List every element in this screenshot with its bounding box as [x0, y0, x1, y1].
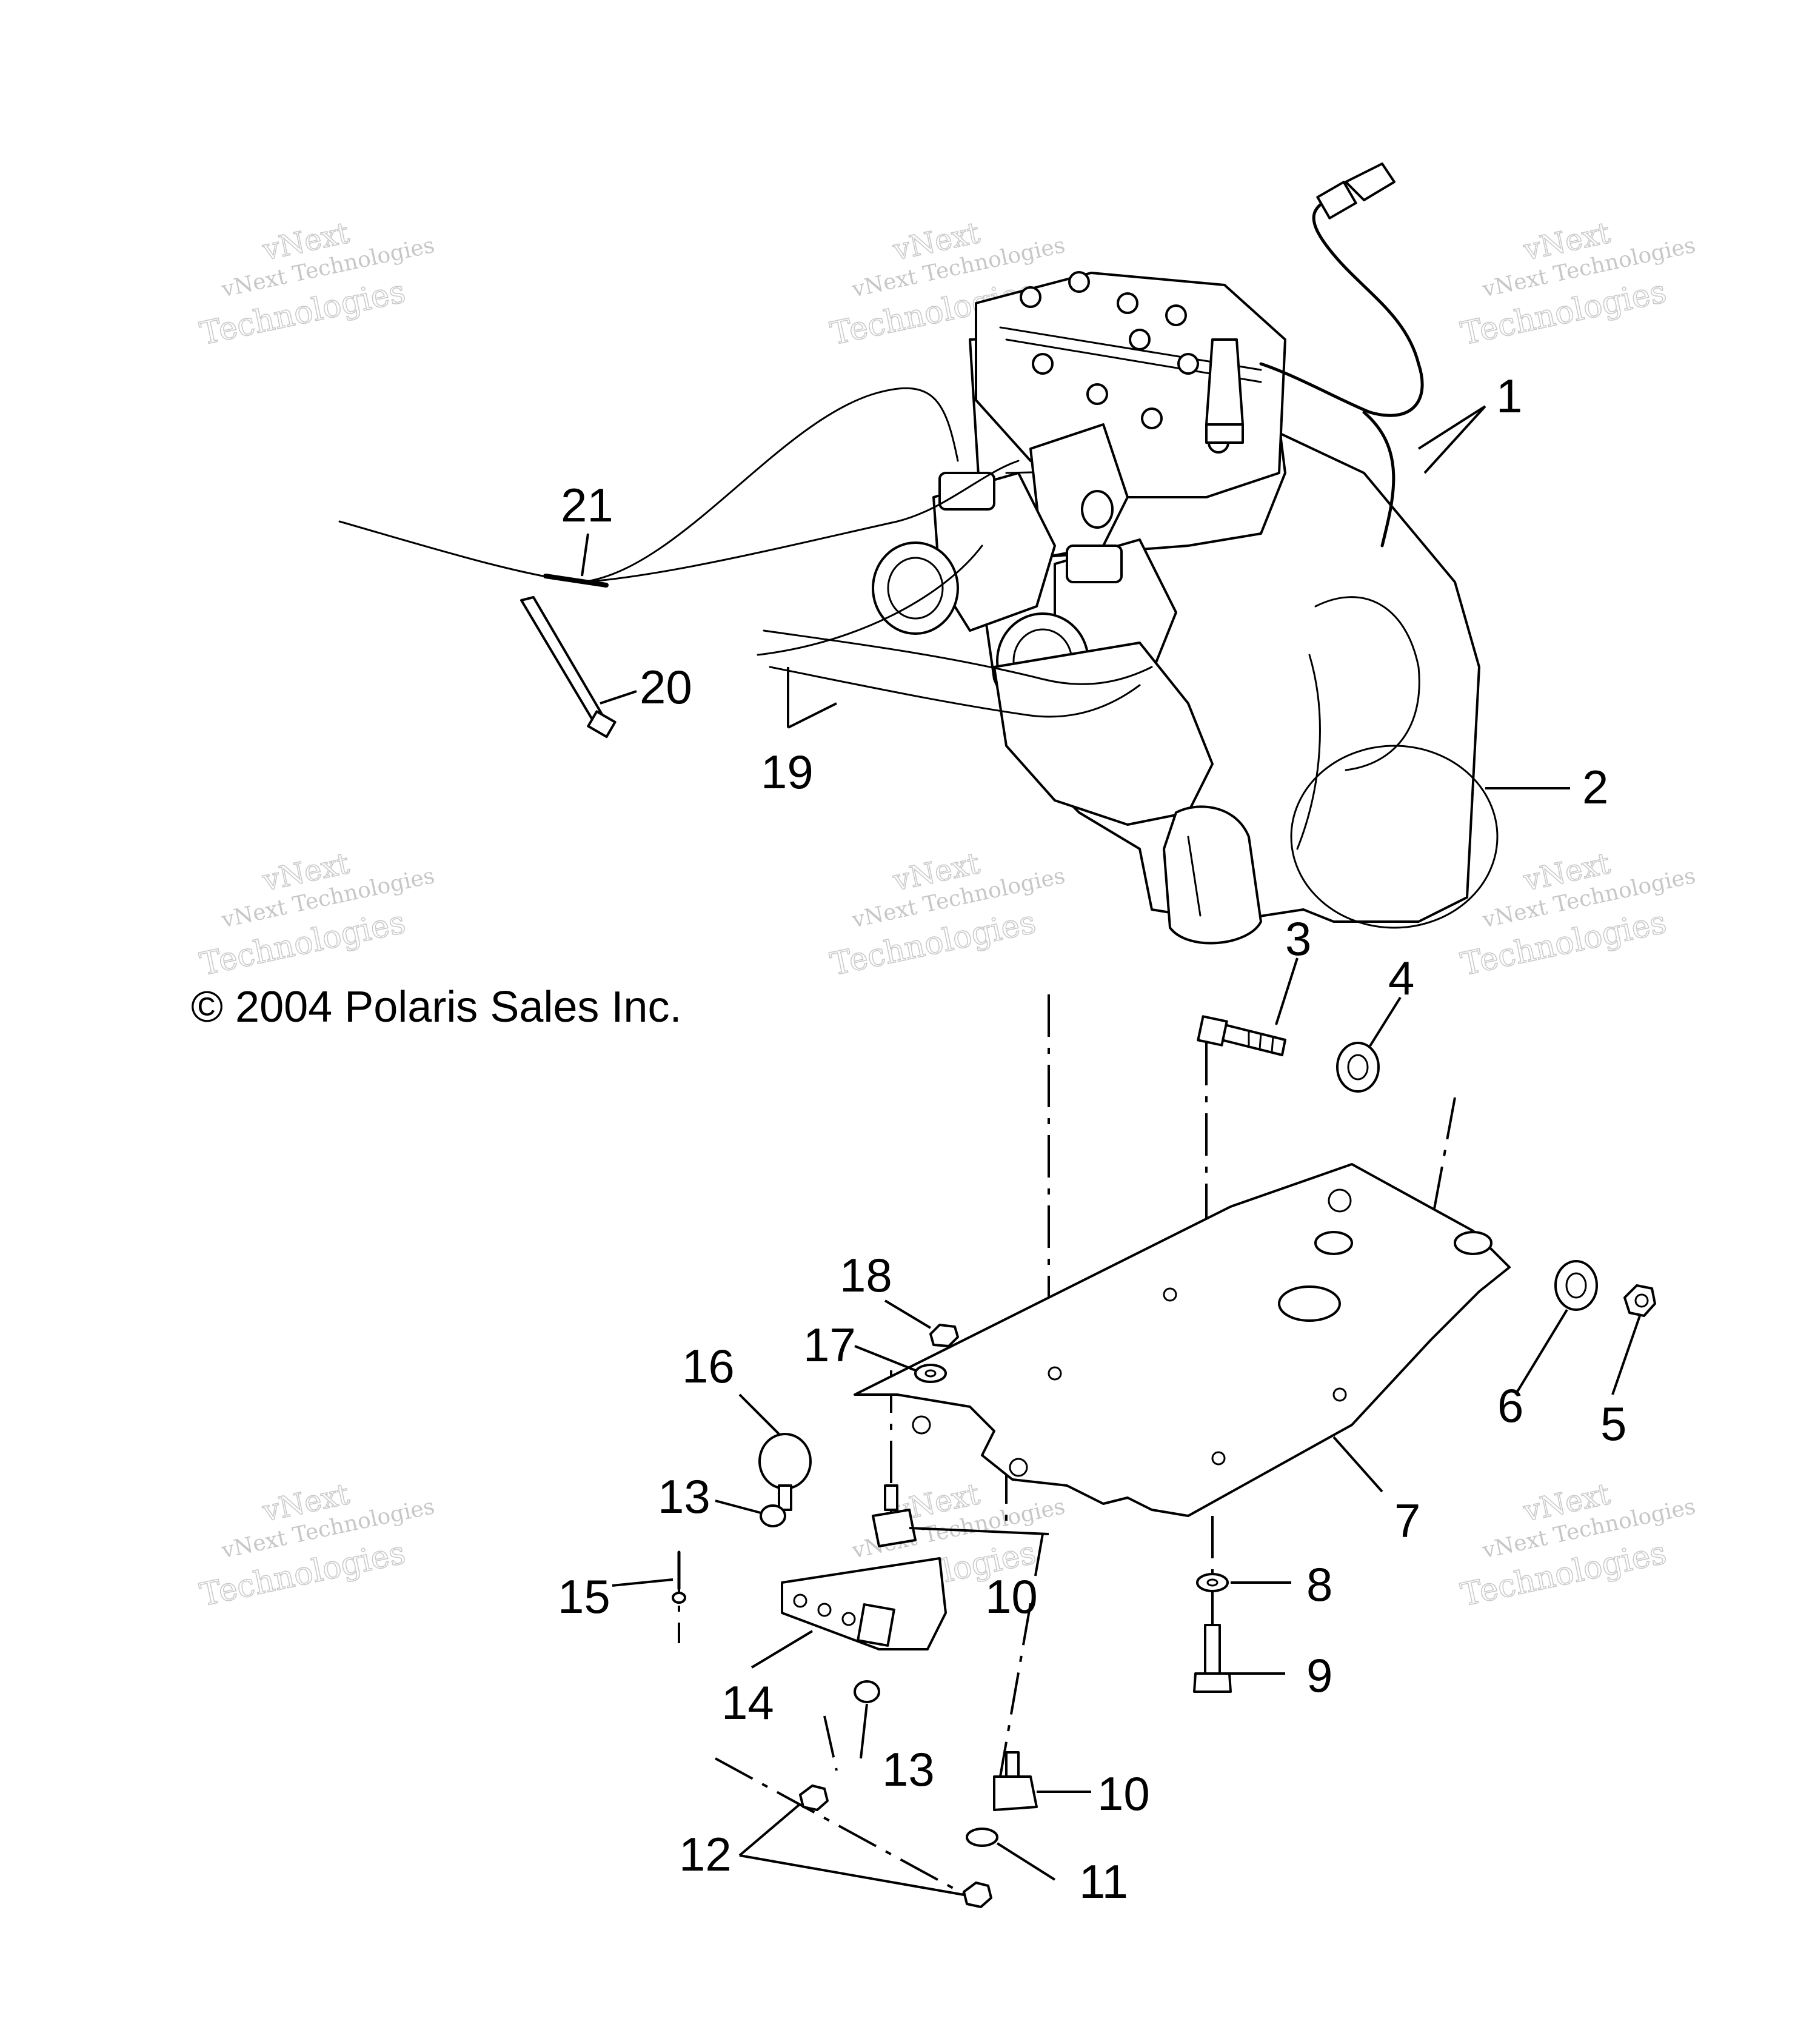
- callout-16: 16: [682, 1339, 735, 1393]
- copyright-notice: © 2004 Polaris Sales Inc.: [191, 983, 681, 1031]
- nut-13-lower: [854, 1680, 880, 1703]
- washer-11: [966, 1828, 998, 1847]
- callout-21: 21: [561, 478, 613, 532]
- engine-assembly: [872, 271, 1499, 945]
- watermark-top-right: vNext Technologies vNext Technologies: [1457, 215, 1698, 353]
- bolt-3: [1197, 1015, 1286, 1056]
- callout-6: 6: [1497, 1379, 1523, 1432]
- throttle-cable: [338, 387, 1020, 588]
- bolt-9: [1193, 1624, 1232, 1693]
- stud-mount-10-upper: [872, 1484, 917, 1547]
- callout-1: 1: [1496, 369, 1522, 423]
- callout-3: 3: [1285, 912, 1311, 965]
- callout-14: 14: [721, 1676, 774, 1729]
- watermark-middle-center: vNext Technologies vNext Technologies: [827, 846, 1068, 983]
- callout-12: 12: [679, 1828, 732, 1881]
- hex-nut-5: [1623, 1284, 1656, 1317]
- nut-12-lower: [963, 1881, 992, 1908]
- watermark-bottom-right: vNext Technologies vNext Technologies: [1457, 1476, 1698, 1614]
- watermark-middle-right: vNext Technologies vNext Technologies: [1457, 846, 1698, 983]
- callout-13-upper: 13: [658, 1470, 710, 1523]
- mount-isolator-4: [1336, 1042, 1380, 1093]
- callout-20: 20: [640, 660, 692, 714]
- spark-plug-wire: [1259, 163, 1424, 548]
- bracket-14: [781, 1557, 947, 1650]
- stud-mount-10-lower: [993, 1751, 1038, 1811]
- callout-17: 17: [803, 1318, 856, 1372]
- watermark-top-left: vNext Technologies vNext Technologies: [196, 215, 437, 353]
- washer-17: [914, 1364, 947, 1383]
- callout-9: 9: [1306, 1649, 1332, 1702]
- callout-10-upper: 10: [985, 1570, 1038, 1623]
- oil-lines: [757, 545, 1153, 718]
- callout-8: 8: [1306, 1558, 1332, 1611]
- mount-isolator-6: [1554, 1260, 1598, 1311]
- watermark-middle-left: vNext Technologies vNext Technologies: [196, 846, 437, 983]
- cable-tie: [520, 596, 617, 739]
- callout-19: 19: [761, 745, 814, 799]
- engine-mount-plate: [854, 1163, 1511, 1517]
- nut-13-upper: [760, 1504, 786, 1527]
- callout-4: 4: [1388, 951, 1414, 1005]
- callout-5: 5: [1600, 1397, 1626, 1450]
- watermark-bottom-left: vNext Technologies vNext Technologies: [196, 1476, 437, 1614]
- nut-18: [929, 1324, 959, 1347]
- washer-8: [1196, 1573, 1229, 1592]
- mount-16: [758, 1433, 812, 1511]
- callout-2: 2: [1582, 760, 1608, 814]
- callout-13-lower: 13: [882, 1743, 935, 1796]
- callout-labels: 1 2 3 4 5 6 7 8 9 10 10 11 12 13 13 14 1…: [558, 369, 1626, 1908]
- pin-15: [672, 1550, 686, 1604]
- callout-18: 18: [840, 1248, 892, 1302]
- nut-12-upper: [799, 1784, 829, 1811]
- callout-15: 15: [558, 1570, 610, 1623]
- leader-lines: [581, 405, 1641, 1896]
- callout-10-lower: 10: [1097, 1767, 1150, 1820]
- callout-11: 11: [1079, 1855, 1128, 1908]
- callout-7: 7: [1394, 1494, 1420, 1547]
